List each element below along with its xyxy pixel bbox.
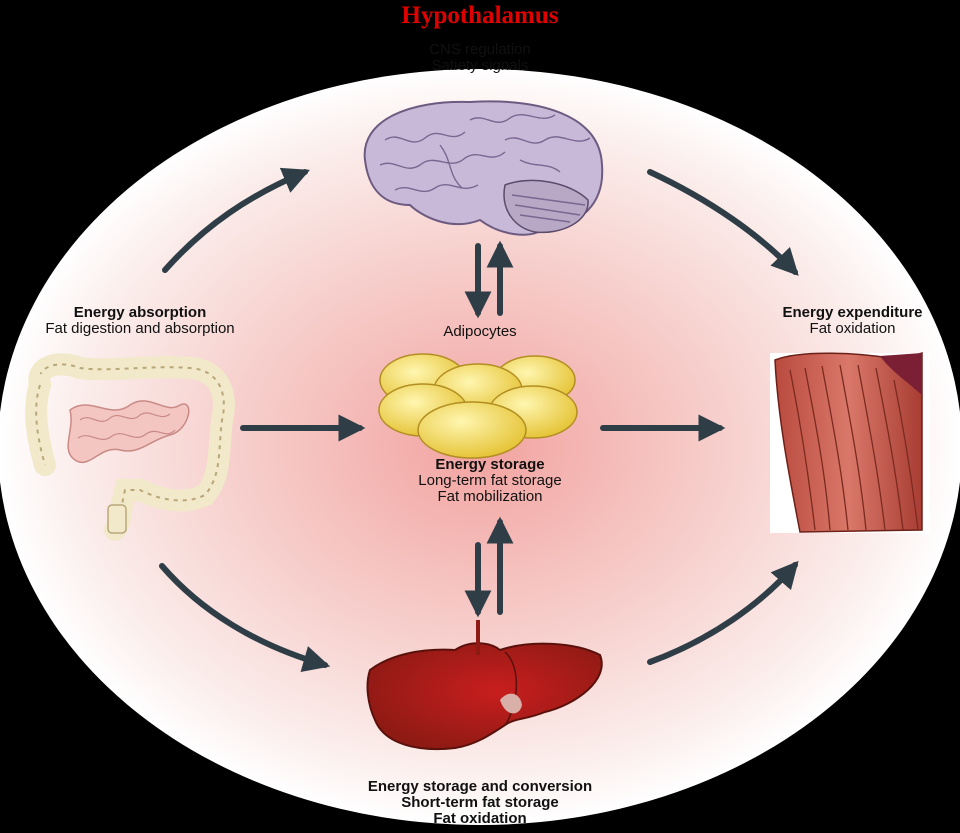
- brain-label: CNS regulation Satiety signals: [380, 42, 580, 74]
- adipocytes-icon: [378, 353, 578, 459]
- absorption-label: Energy absorption Fat digestion and abso…: [0, 305, 280, 337]
- brain-icon: [363, 100, 604, 236]
- liver-icon: [366, 620, 603, 751]
- liver-heading: Energy storage and conversion: [367, 778, 593, 795]
- arrow-liver-to-expenditure: [647, 560, 799, 665]
- expenditure-sub: Fat oxidation: [809, 319, 896, 337]
- absorption-sub: Fat digestion and absorption: [45, 319, 235, 337]
- liver-line1: Short-term fat storage: [401, 793, 559, 811]
- storage-line2: Fat mobilization: [437, 487, 543, 505]
- storage-heading: Energy storage: [435, 456, 545, 473]
- arrow-absorption-to-liver: [159, 563, 331, 673]
- storage-line1: Long-term fat storage: [418, 471, 562, 489]
- liver-label: Energy storage and conversion Short-term…: [300, 779, 660, 826]
- muscle-icon: [770, 351, 930, 533]
- adipocytes-label: Adipocytes: [443, 323, 517, 340]
- intestine-icon: [25, 353, 235, 541]
- arrow-absorption-to-brain: [162, 167, 310, 273]
- arrows: [159, 167, 799, 673]
- storage-label: Energy storage Long-term fat storage Fat…: [370, 457, 610, 504]
- brain-label-line2: Satiety signals: [431, 56, 529, 74]
- expenditure-label: Energy expenditure Fat oxidation: [745, 305, 960, 337]
- page-title: Hypothalamus: [401, 2, 559, 29]
- arrow-brain-to-expenditure: [647, 169, 799, 276]
- brain-label-line1: CNS regulation: [429, 41, 531, 58]
- liver-line2: Fat oxidation: [433, 809, 527, 827]
- expenditure-heading: Energy expenditure: [782, 304, 923, 321]
- absorption-heading: Energy absorption: [73, 304, 207, 321]
